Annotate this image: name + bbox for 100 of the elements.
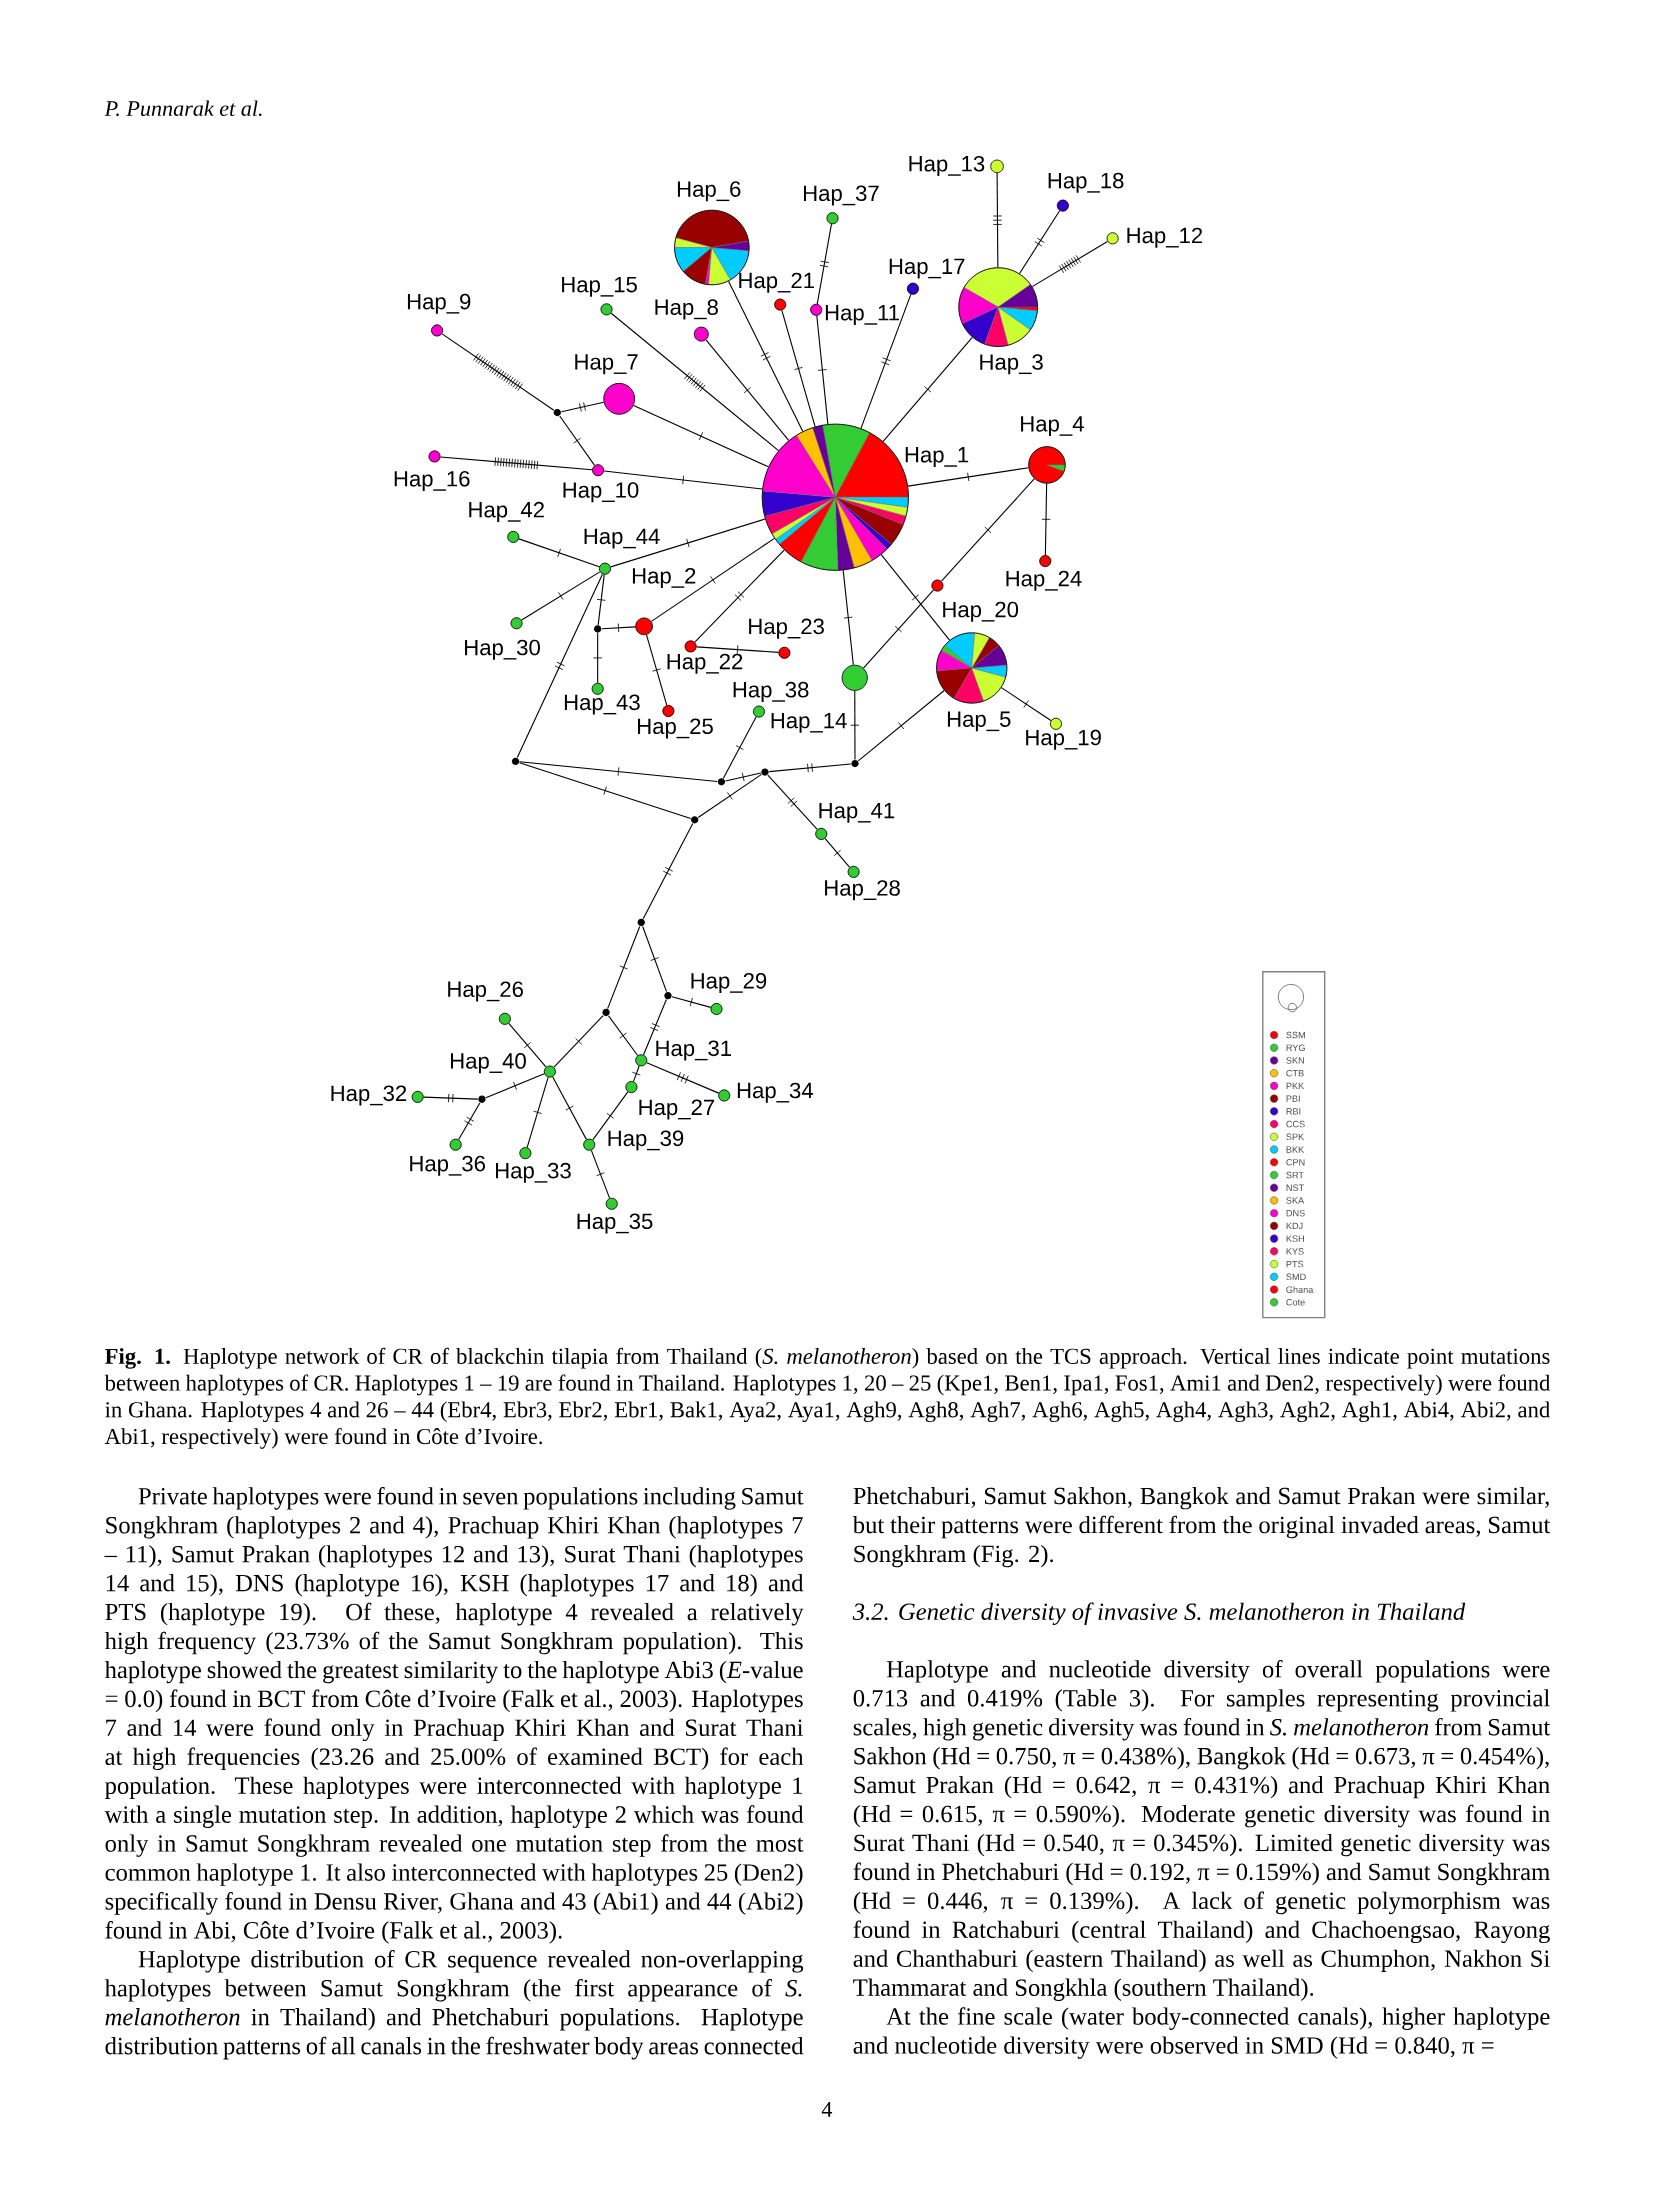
haplotype-link xyxy=(441,333,555,411)
haplotype-label: Hap_19 xyxy=(1026,729,1101,750)
haplotype-link xyxy=(610,518,766,568)
haplotype-link xyxy=(553,1015,604,1068)
haplotype-link xyxy=(725,772,762,782)
haplotype-label: Hap_31 xyxy=(656,1040,732,1061)
legend-label: BKK xyxy=(1286,1146,1305,1153)
legend-label: DNS xyxy=(1286,1209,1305,1217)
haplotype-link xyxy=(518,538,600,568)
haplotype-label: Hap_13 xyxy=(909,155,985,176)
haplotype-link xyxy=(907,467,1030,487)
paragraph: Haplotype and nucleotide diversity of overall populations were 0.713 and 0.419% (Table 3). For samples representing provincial scales, high genetic diversity was found in S. melanotheron from Samut Sakhon (Hd = 0.750, π = 0.438%), Bangkok (Hd = 0.673, π = 0.454%), Samut Prakan (Hd = 0.642, π = 0.431%) and Prachuap Khiri Khan (Hd = 0.615, π = 0.590%). Moderate genetic diversity was found in Surat Thani (Hd = 0.540, π = 0.345%). Limited genetic diversity was found in Phetchaburi (Hd = 0.192, π = 0.159%) and Samut Songkhram (Hd = 0.446, π = 0.139%). A lack of genetic polymorphism was found in Ratchaburi (central Thailand) and Chachoengsao, Rayong and Chanthaburi (eastern Thailand) as well as Chumphon, Nakhon Si Thammarat and Songkhla (southern Thailand). xyxy=(853,1660,1551,2001)
page-number: 4 xyxy=(821,2102,833,2117)
haplotype-link xyxy=(850,690,860,760)
haplotype-link xyxy=(519,761,718,782)
haplotype-label: Hap_26 xyxy=(448,981,524,1002)
legend-label: RYG xyxy=(1286,1044,1305,1051)
haplotype-label: Hap_44 xyxy=(584,528,660,549)
haplotype-label: Hap_32 xyxy=(331,1085,407,1106)
haplotype-label: Hap_18 xyxy=(1048,172,1124,193)
haplotype-link xyxy=(440,456,593,471)
haplotype-link xyxy=(642,925,668,993)
haplotype-link xyxy=(860,293,912,429)
paragraph: At the fine scale (water body-connected canals), higher haplotype and nucleotide diversity were observed in SMD (Hd = 0.840, π = xyxy=(853,2007,1550,2059)
haplotype-link xyxy=(559,415,596,466)
haplotype-label: Hap_40 xyxy=(451,1053,527,1074)
haplotype-link xyxy=(697,773,763,819)
paragraph: Private haplotypes were found in seven populations including Samut Songkhram (haplotypes 2 and 4), Prachuap Khiri Khan (haplotypes 7 – 11), Samut Prakan (haplotypes 12 and 13), Surat Thani (haplotypes 14 and 15), DNS (haplotype 16), KSH (haplotypes 17 and 18) and PTS (haplotype 19). Of these, haplotype 4 revealed a relatively high frequency (23.73% of the Samut Songkhram population). This haplotype showed the greatest similarity to the haplotype Abi3 (E-value = 0.0) found in BCT from Côte d’Ivoire (Falk et al., 2003). Haplotypes 7 and 14 were found only in Prachuap Khiri Khan and Surat Thani at high frequencies (23.26 and 25.00% of examined BCT) for each population. These haplotypes were interconnected with haplotype 1 with a single mutation step. In addition, haplotype 2 which was found only in Samut Songkhram revealed one mutation step from the most common haplotype 1. It also interconnected with haplotypes 25 (Den2) specifically found in Densu River, Ghana and 43 (Abi1) and 44 (Abi2) found in Abi, Côte d’Ivoire (Falk et al., 2003). xyxy=(104,1487,804,1944)
haplotype-label: Hap_39 xyxy=(608,1130,684,1151)
haplotype-label: Hap_5 xyxy=(948,711,1011,732)
haplotype-link xyxy=(671,996,712,1008)
haplotype-link xyxy=(608,1015,639,1056)
legend-label: SKN xyxy=(1286,1057,1305,1064)
legend-label: CTB xyxy=(1286,1069,1304,1077)
haplotype-label: Hap_15 xyxy=(562,276,638,297)
haplotype-link xyxy=(516,573,604,759)
legend-label: SRT xyxy=(1286,1171,1304,1179)
haplotype-link xyxy=(610,312,780,452)
haplotype-label: Hap_4 xyxy=(1021,416,1084,436)
haplotype-label: Hap_8 xyxy=(655,299,718,320)
haplotype-label: Hap_25 xyxy=(638,718,713,739)
haplotype-label: Hap_37 xyxy=(804,185,879,206)
haplotype-link xyxy=(552,1076,588,1140)
haplotype-link xyxy=(651,537,776,622)
haplotype-link xyxy=(882,336,973,442)
haplotype-link xyxy=(485,1073,545,1099)
haplotype-label: Hap_28 xyxy=(825,880,900,901)
legend-label: PKK xyxy=(1286,1082,1305,1090)
haplotype-label: Hap_17 xyxy=(889,258,965,279)
haplotype-label: Hap_30 xyxy=(465,639,541,660)
haplotype-link xyxy=(603,470,763,490)
haplotype-link xyxy=(705,339,790,441)
running-header: P. Punnarak et al. xyxy=(104,100,262,117)
haplotype-link xyxy=(1000,687,1052,722)
legend-label: CCS xyxy=(1286,1120,1305,1128)
haplotype-label: Hap_6 xyxy=(678,181,741,202)
section-heading: 3.2. Genetic diversity of invasive S. melanotheron in Thailand xyxy=(852,1602,1466,1626)
legend-label: SPK xyxy=(1286,1133,1305,1141)
haplotype-link xyxy=(643,998,668,1056)
haplotype-label: Hap_23 xyxy=(749,618,825,639)
haplotype-link xyxy=(767,774,818,830)
haplotype-link xyxy=(1041,483,1051,556)
haplotype-label: Hap_22 xyxy=(667,653,743,674)
haplotype-label: Hap_2 xyxy=(633,567,696,588)
haplotype-link xyxy=(941,478,1036,582)
haplotype-link xyxy=(632,1065,641,1082)
haplotype-link xyxy=(781,309,816,428)
legend-label: Ghana xyxy=(1286,1286,1314,1293)
haplotype-label: Hap_34 xyxy=(738,1082,814,1103)
haplotype-label: Hap_7 xyxy=(575,354,638,375)
figure-caption: Fig. 1. Haplotype network of CR of blackchin tilapia from Thailand (S. melanotheron) based on the TCS approach. Vertical lines indicate point mutations between haplotypes of CR. Haplotypes 1 – 19 are found in Thailand. Haplotypes 1, 20 – 25 (Kpe1, Ben1, Ipa1, Fos1, Ami1 and Den2, respectively) were found in Ghana. Haplotypes 4 and 26 – 44 (Ebr4, Ebr3, Ebr2, Ebr1, Bak1, Aya2, Aya1, Agh9, Agh8, Agh7, Agh6, Agh5, Agh4, Agh3, Agh2, Agh1, Abi4, Abi2, and Abi1, respectively) were found in Côte d’Ivoire. xyxy=(104,1347,1551,1449)
haplotype-link xyxy=(508,1022,547,1068)
paragraph: Haplotype distribution of CR sequence revealed non-overlapping haplotypes between Samut Songkhram (the first appearance of S. melanotheron in Thailand) and Phetchaburi populations. Haplotype distribution patterns of all canals in the freshwater body areas connected xyxy=(105,1950,804,2060)
haplotype-label: Hap_21 xyxy=(739,272,815,293)
haplotype-link xyxy=(1031,240,1109,288)
haplotype-label: Hap_42 xyxy=(469,501,545,522)
haplotype-link xyxy=(607,925,641,1010)
legend-label: NST xyxy=(1286,1184,1305,1191)
haplotype-link xyxy=(590,1149,611,1199)
haplotype-link xyxy=(992,172,1003,268)
haplotype-label: Hap_9 xyxy=(408,293,471,314)
haplotype-label: Hap_33 xyxy=(496,1162,571,1183)
haplotype-link xyxy=(722,716,757,779)
haplotype-label: Hap_36 xyxy=(410,1155,486,1176)
haplotype-link xyxy=(816,315,829,425)
legend-label: RBI xyxy=(1286,1108,1301,1115)
haplotype-link xyxy=(696,645,780,655)
legend-label: CPN xyxy=(1286,1159,1305,1166)
haplotype-link xyxy=(824,837,851,868)
haplotype-link xyxy=(880,554,951,641)
haplotype-label: Hap_16 xyxy=(394,470,470,491)
haplotype-label: Hap_29 xyxy=(691,972,767,993)
haplotype-link xyxy=(596,574,606,626)
haplotype-label: Hap_43 xyxy=(565,694,640,715)
haplotype-label: Hap_11 xyxy=(826,305,900,325)
legend-label: Cote xyxy=(1286,1299,1305,1306)
haplotype-link xyxy=(592,1091,629,1141)
legend-label: PTS xyxy=(1286,1260,1304,1268)
haplotype-link xyxy=(521,571,601,621)
haplotype-link xyxy=(857,689,945,762)
